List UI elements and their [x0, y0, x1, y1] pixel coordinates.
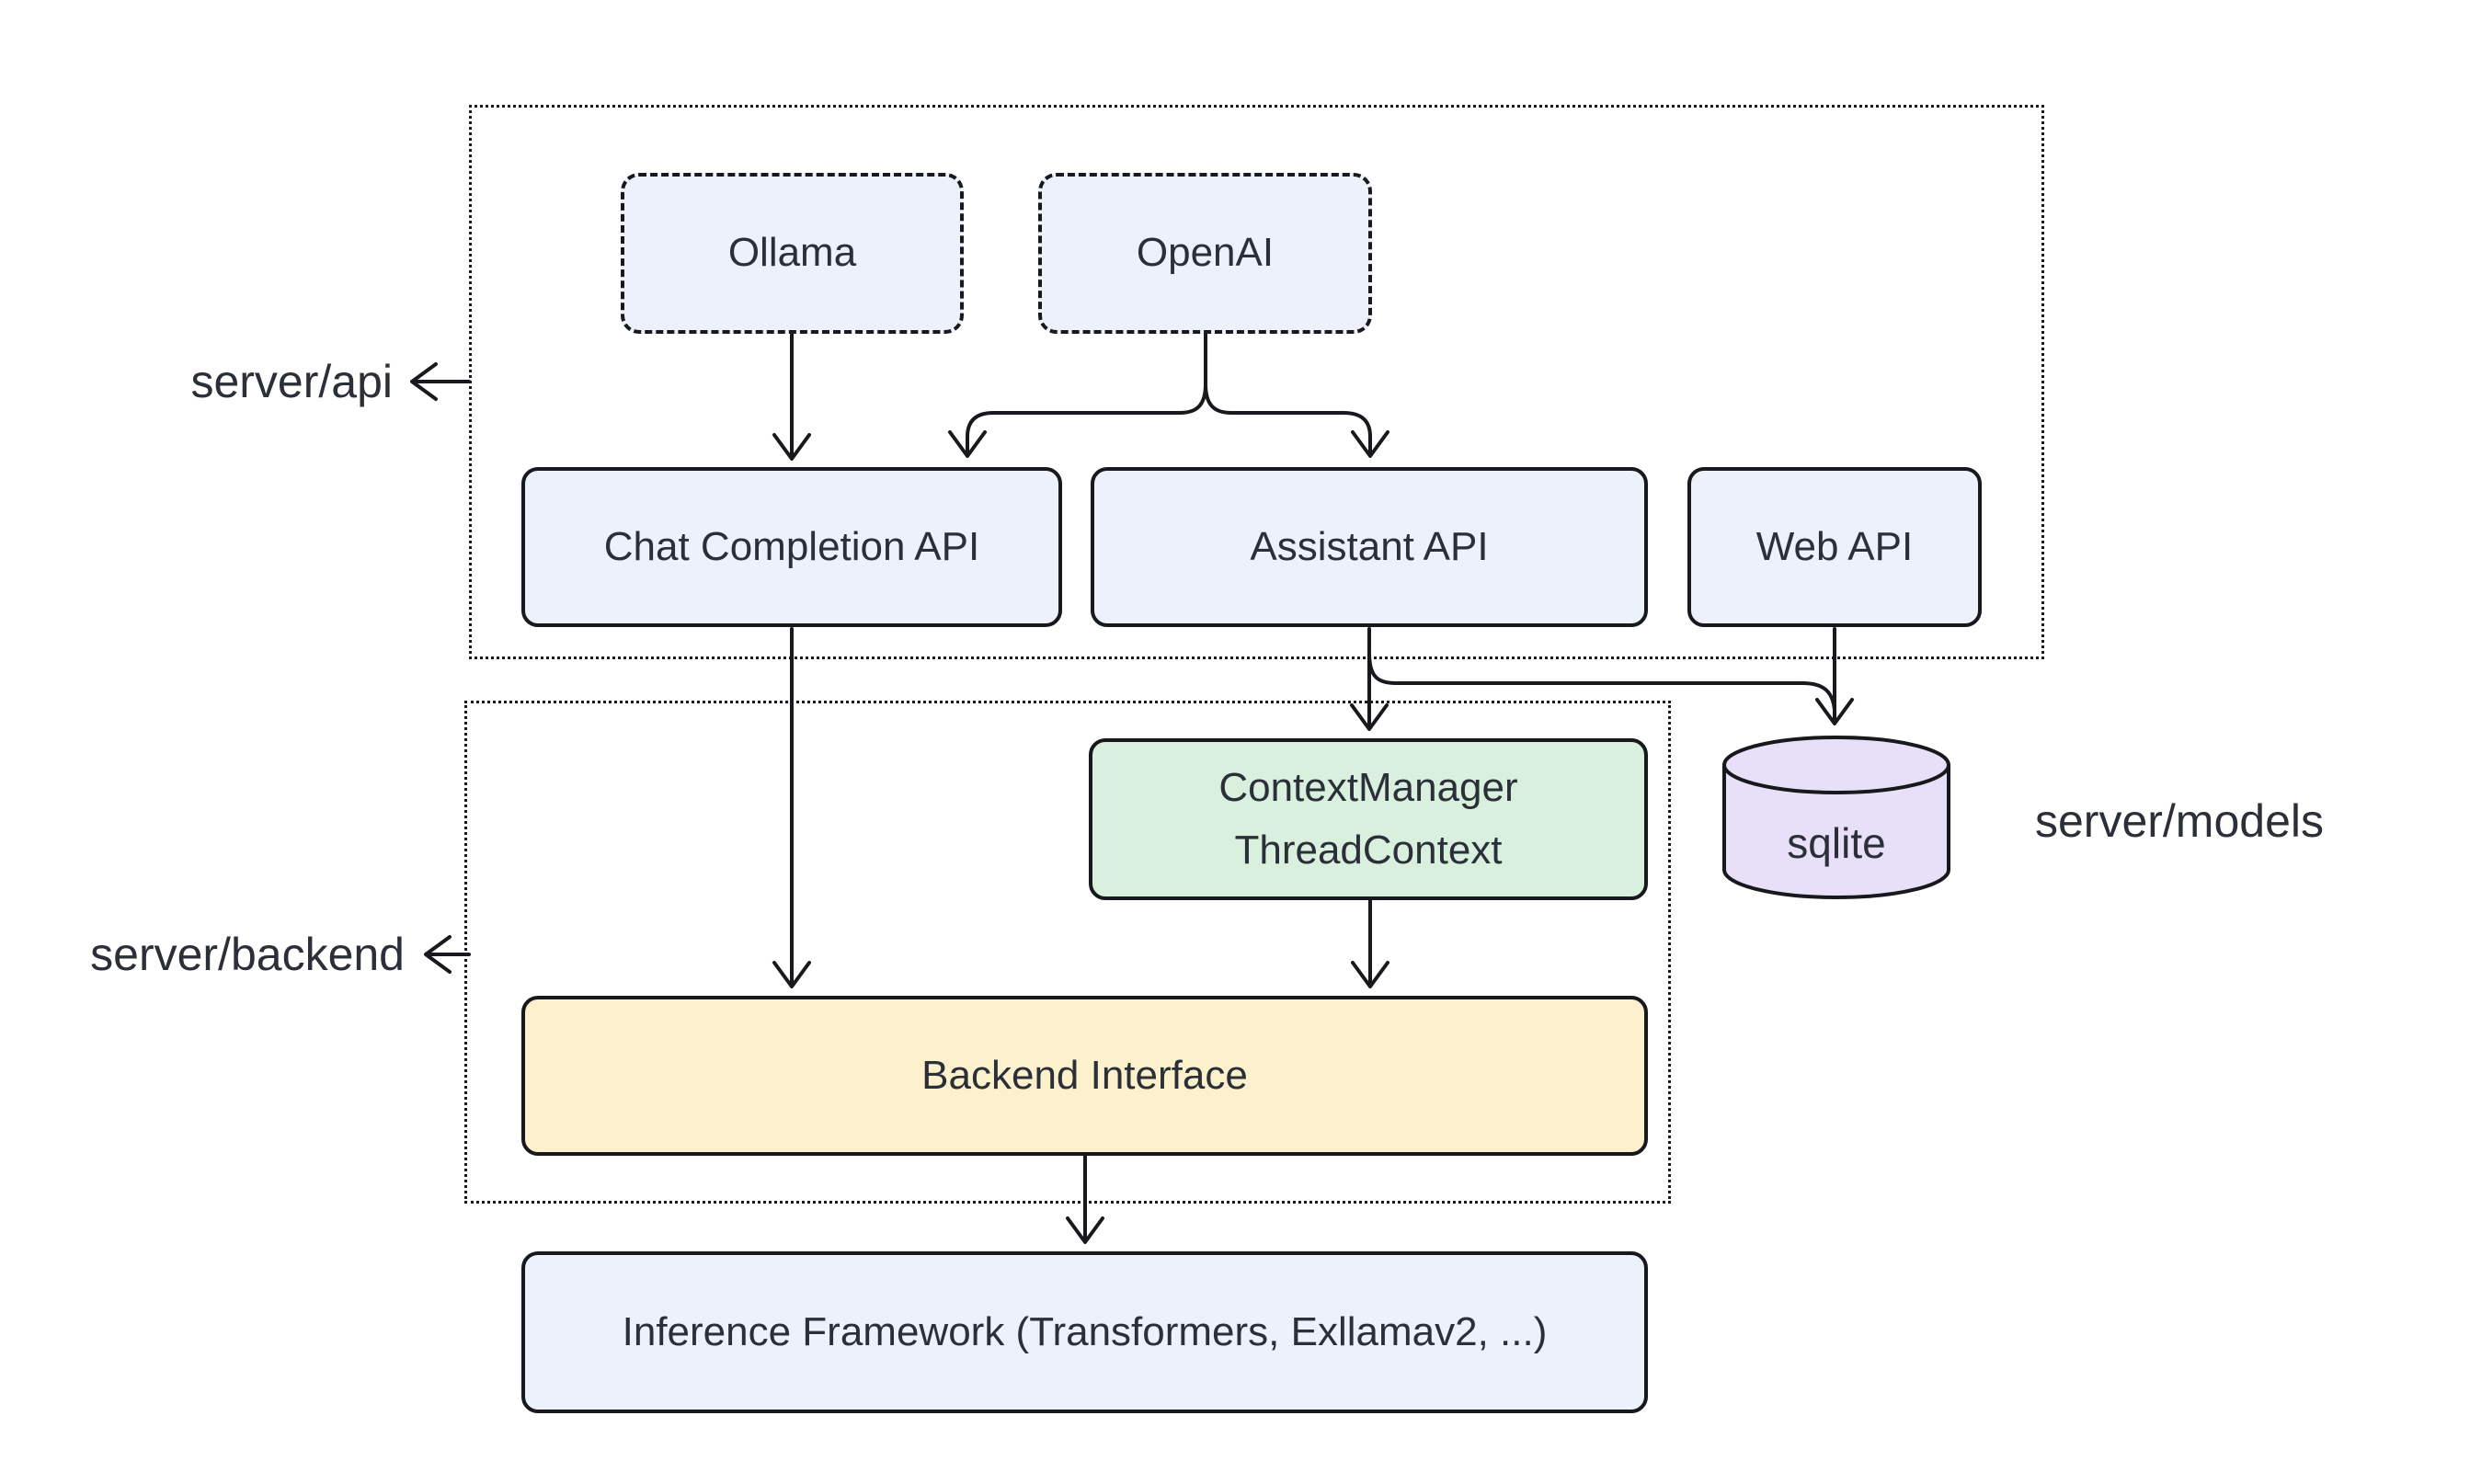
server-models-label: server/models	[2035, 795, 2324, 847]
node-chat-completion-api-label: Chat Completion API	[603, 523, 980, 569]
edge-backend-container-to-label	[424, 935, 471, 974]
node-web-api: Web API	[1687, 467, 1982, 627]
node-assistant-api-label: Assistant API	[1250, 523, 1489, 569]
node-web-api-label: Web API	[1755, 523, 1914, 569]
node-context-manager: ContextManager ThreadContext	[1089, 738, 1648, 900]
node-ollama-label: Ollama	[727, 230, 857, 276]
node-openai: OpenAI	[1038, 173, 1372, 334]
database-cylinder-icon	[1722, 736, 1950, 899]
node-inference-framework: Inference Framework (Transformers, Exlla…	[521, 1251, 1648, 1413]
server-api-label: server/api	[190, 356, 393, 407]
node-inference-framework-label: Inference Framework (Transformers, Exlla…	[622, 1308, 1548, 1354]
node-openai-label: OpenAI	[1136, 230, 1275, 276]
node-sqlite-label: sqlite	[1787, 819, 1886, 867]
edge-api-container-to-label	[410, 362, 471, 401]
node-chat-completion-api: Chat Completion API	[521, 467, 1062, 627]
node-context-manager-label-line2: ThreadContext	[1234, 828, 1503, 873]
node-backend-interface-label: Backend Interface	[921, 1052, 1248, 1098]
node-sqlite: sqlite	[1721, 734, 1952, 903]
node-backend-interface: Backend Interface	[521, 996, 1648, 1156]
server-backend-label: server/backend	[90, 929, 405, 980]
node-assistant-api: Assistant API	[1091, 467, 1648, 627]
node-ollama: Ollama	[621, 173, 964, 334]
node-context-manager-label-line1: ContextManager	[1218, 764, 1518, 810]
